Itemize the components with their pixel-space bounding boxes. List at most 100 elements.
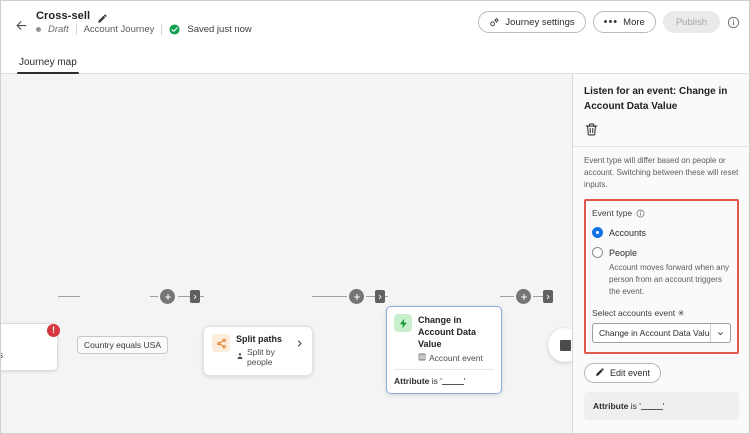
draft-dot-icon — [36, 27, 41, 32]
lightning-bolt-icon — [394, 314, 412, 332]
attribute-condition-box: Attribute is ' ' — [584, 392, 739, 420]
ellipsis-icon: ••• — [603, 15, 619, 28]
event-condition-suffix: ' — [463, 376, 466, 387]
info-circle-icon[interactable] — [727, 16, 740, 29]
stop-square-icon — [559, 339, 571, 351]
radio-people-label: People — [609, 247, 638, 258]
event-card-subtitle: Account event — [429, 353, 483, 364]
title-block: Cross-sell Draft Account Journey Saved j… — [36, 8, 252, 35]
node-change-in-account-data-value[interactable]: Change in Account Data Value Account eve… — [386, 306, 502, 395]
journey-type-label: Account Journey — [83, 24, 155, 35]
pencil-icon — [595, 367, 605, 379]
tab-journey-map[interactable]: Journey map — [17, 57, 79, 74]
node-split-paths[interactable]: Split paths Split by people — [203, 326, 313, 376]
event-condition-attribute-label: Attribute — [394, 376, 430, 387]
node-end[interactable] — [548, 328, 572, 362]
event-card-divider — [394, 369, 494, 371]
info-circle-icon[interactable] — [636, 209, 645, 218]
back-button[interactable] — [10, 14, 32, 36]
trash-icon[interactable] — [584, 122, 600, 138]
timeout-row: Timeout — [573, 430, 750, 434]
condition-pill[interactable]: Country equals USA — [77, 336, 169, 354]
expand-branch-button[interactable] — [190, 290, 200, 303]
event-condition-middle: is ' — [431, 376, 442, 387]
share-split-icon — [212, 334, 230, 352]
select-accounts-event-label: Select accounts event ✳ — [592, 308, 731, 319]
radio-people-help: Account moves forward when any person fr… — [609, 263, 730, 296]
add-step-button[interactable] — [349, 289, 364, 304]
split-card-text: Split paths Split by people — [236, 334, 289, 367]
edge-segment — [532, 296, 550, 297]
page-title: Cross-sell — [36, 10, 91, 22]
journey-settings-label: Journey settings — [505, 16, 575, 28]
edge-segment — [150, 296, 168, 297]
chevron-down-icon[interactable] — [710, 324, 730, 342]
attribute-label: Attribute — [593, 401, 629, 411]
audience-card-title: s — [0, 335, 51, 344]
error-badge[interactable]: ! — [47, 324, 60, 337]
building-icon — [418, 353, 426, 363]
saved-status-label: Saved just now — [187, 24, 252, 35]
add-step-button[interactable] — [516, 289, 531, 304]
event-settings-panel: Listen for an event: Change in Account D… — [573, 74, 750, 434]
panel-title: Listen for an event: Change in Account D… — [584, 86, 728, 112]
radio-option-people[interactable]: People — [592, 247, 731, 258]
attribute-middle: is ' — [630, 401, 641, 411]
radio-option-accounts[interactable]: Accounts — [592, 227, 731, 238]
event-card-subtitle-row: Account event — [418, 353, 494, 363]
publish-button[interactable]: Publish — [662, 11, 720, 33]
edit-event-label: Edit event — [610, 368, 651, 378]
add-step-button[interactable] — [160, 289, 175, 304]
app-body: s accounts ! Country equals USA — [0, 74, 750, 434]
attribute-blank — [640, 409, 663, 410]
title-row: Cross-sell — [36, 10, 252, 23]
event-card-top: Change in Account Data Value Account eve… — [387, 307, 501, 369]
edit-event-button[interactable]: Edit event — [584, 363, 662, 383]
event-card-condition: Attribute is ' ' — [387, 370, 501, 393]
radio-people-indicator — [592, 247, 603, 258]
panel-body: Event type will differ based on people o… — [573, 147, 750, 420]
more-label: More — [623, 16, 645, 28]
radio-accounts-label: Accounts — [609, 227, 647, 238]
panel-header: Listen for an event: Change in Account D… — [573, 74, 750, 147]
event-type-highlight-box: Event type Accounts People Account moves… — [584, 199, 739, 354]
status-meta-row: Draft Account Journey Saved just now — [36, 24, 252, 35]
required-marker: ✳ — [677, 308, 685, 318]
event-card-title: Change in Account Data Value — [418, 315, 477, 350]
select-label-text: Select accounts event — [592, 308, 676, 318]
publish-label: Publish — [675, 16, 707, 28]
more-button[interactable]: ••• More — [592, 11, 656, 33]
check-circle-icon — [169, 24, 180, 35]
select-accounts-event-dropdown[interactable]: Change in Account Data Value — [592, 323, 731, 343]
journey-settings-button[interactable]: Journey settings — [478, 11, 586, 33]
status-badge: Draft — [48, 24, 69, 35]
chevron-right-icon[interactable] — [295, 334, 304, 353]
panel-note: Event type will differ based on people o… — [584, 156, 739, 189]
journey-canvas[interactable]: s accounts ! Country equals USA — [0, 74, 573, 434]
event-type-label-row: Event type — [592, 208, 731, 218]
expand-branch-button[interactable] — [543, 290, 553, 303]
meta-divider — [75, 24, 77, 35]
header-actions: Journey settings ••• More Publish — [478, 11, 740, 33]
audience-card-subtitle: accounts — [0, 350, 51, 360]
person-icon — [236, 352, 244, 362]
event-condition-blank — [441, 384, 464, 386]
expand-branch-button[interactable] — [375, 290, 385, 303]
select-accounts-event-value: Change in Account Data Value — [599, 328, 710, 338]
split-card-subtitle-row: Split by people — [236, 347, 289, 367]
app-header: Cross-sell Draft Account Journey Saved j… — [0, 0, 750, 48]
attribute-suffix: ' — [662, 401, 665, 411]
edge-segment — [58, 296, 80, 297]
radio-accounts-indicator — [592, 227, 603, 238]
gear-settings-icon — [489, 17, 500, 28]
split-card-title: Split paths — [236, 334, 283, 344]
meta-divider — [161, 24, 163, 35]
tab-bar: Journey map — [0, 48, 750, 74]
tab-journey-map-label: Journey map — [19, 57, 77, 68]
edge-segment — [500, 296, 522, 297]
split-card-subtitle: Split by people — [247, 347, 275, 367]
event-type-label: Event type — [592, 208, 633, 218]
pencil-icon[interactable] — [97, 11, 108, 23]
edge-segment — [312, 296, 356, 297]
